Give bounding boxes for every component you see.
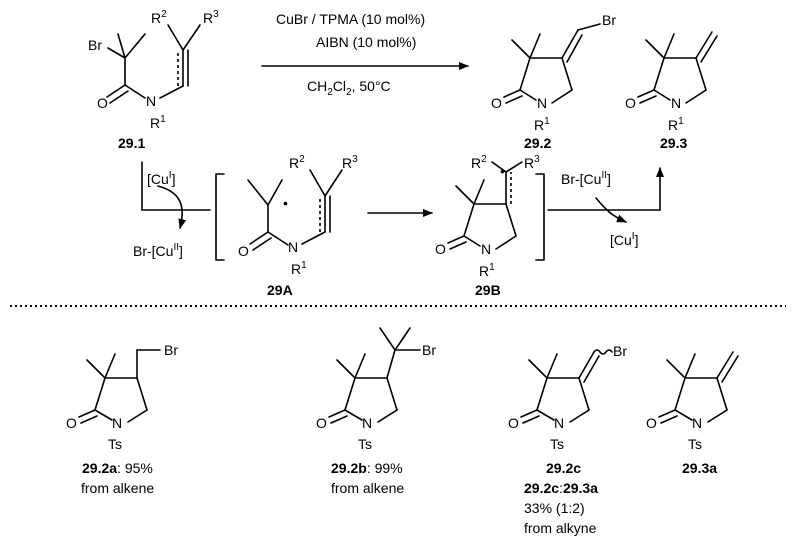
label-29b: 29B: [475, 282, 501, 298]
atom-br: Br: [164, 342, 178, 358]
atom-n: N: [481, 241, 491, 257]
atom-o: O: [491, 95, 502, 111]
atom-n: N: [537, 95, 547, 111]
atom-o: O: [97, 95, 108, 111]
atom-br: Br: [88, 37, 102, 53]
atom-o: O: [646, 415, 657, 431]
cu-i-text: [CuI]: [610, 231, 638, 248]
ts-label: Ts: [358, 436, 372, 452]
atom-n: N: [362, 415, 372, 431]
starting-material-29-1: Br O N R1 R2 R3 29.1: [88, 9, 219, 151]
example-29-2b: N Ts O Br 29.2b: 99% from alkene: [316, 327, 436, 496]
br-cu-ii-text: Br-[CuII]: [133, 242, 183, 259]
example-29-2a: N Ts O Br 29.2a: 95% from alkene: [66, 342, 178, 496]
r1-label: R1: [479, 262, 495, 279]
r3-label: R3: [342, 154, 358, 171]
r2-label: R2: [289, 154, 305, 171]
example-label: 29.3a: [682, 460, 717, 476]
ts-label: Ts: [550, 436, 564, 452]
example-source: from alkene: [331, 480, 404, 496]
atom-o: O: [238, 243, 249, 259]
radical-dot: •: [283, 195, 288, 211]
product-29-3: N R1 O 29.3: [625, 31, 718, 151]
r1-label: R1: [291, 260, 307, 277]
r2-label: R2: [471, 154, 487, 171]
bracket-left: [215, 173, 225, 261]
intermediate-29a: • O N R1 R2 R3 29A: [238, 154, 358, 298]
radical-dot: •: [500, 163, 505, 179]
label-29a: 29A: [267, 282, 293, 298]
product-29-2: N R1 O Br 29.2: [491, 12, 616, 151]
atom-o: O: [316, 415, 327, 431]
bracket-right: [535, 173, 545, 261]
example-yield-line: 29.2a: 95%: [82, 460, 153, 476]
mixture-ids: 29.2c:29.3a: [524, 480, 598, 496]
example-29-2c: N Ts O Br 29.2c: [508, 343, 627, 476]
atom-br: Br: [613, 343, 627, 359]
r1-label: R1: [150, 114, 166, 131]
r2-label: R2: [151, 9, 167, 26]
cu-i-text: [CuI]: [147, 170, 175, 187]
br-cu-ii-text: Br-[CuII]: [561, 170, 611, 187]
atom-br: Br: [602, 12, 616, 28]
example-label: 29.2c: [546, 460, 581, 476]
r1-label: R1: [534, 116, 550, 133]
mixture-yield: 33% (1:2): [524, 500, 585, 516]
atom-o: O: [66, 415, 77, 431]
intermediate-29b: N R1 O • R2 R3 29B: [435, 154, 540, 298]
ts-label: Ts: [688, 436, 702, 452]
atom-o: O: [508, 415, 519, 431]
label-29-3: 29.3: [660, 135, 687, 151]
atom-n: N: [692, 415, 702, 431]
r1-label: R1: [668, 116, 684, 133]
r3-label: R3: [524, 154, 540, 171]
atom-n: N: [112, 415, 122, 431]
catalyst-text: CuBr / TPMA (10 mol%): [276, 11, 425, 27]
r3-label: R3: [203, 9, 219, 26]
mixture-source: from alkyne: [524, 520, 597, 536]
atom-o: O: [625, 95, 636, 111]
atom-br: Br: [422, 342, 436, 358]
ts-label: Ts: [108, 436, 122, 452]
label-29-1: 29.1: [118, 135, 145, 151]
example-yield-line: 29.2b: 99%: [331, 460, 403, 476]
initiator-text: AIBN (10 mol%): [316, 34, 416, 50]
label-29-2: 29.2: [524, 135, 551, 151]
atom-n: N: [671, 95, 681, 111]
example-29-3a: N Ts O 29.3a: [646, 351, 739, 476]
atom-n: N: [554, 415, 564, 431]
atom-o: O: [435, 241, 446, 257]
mechanism-right-arrow: Br-[CuII] [CuI]: [547, 167, 664, 248]
solvent-text: CH2Cl2, 50°C: [307, 78, 391, 98]
example-source: from alkene: [81, 480, 154, 496]
atom-n: N: [146, 93, 156, 109]
mechanism-left-arrow: [CuI] Br-[CuII]: [133, 161, 211, 259]
reaction-arrow: CuBr / TPMA (10 mol%) AIBN (10 mol%) CH2…: [261, 11, 469, 98]
mixture-caption: 29.2c:29.3a 33% (1:2) from alkyne: [524, 480, 598, 536]
atom-n: N: [288, 239, 298, 255]
